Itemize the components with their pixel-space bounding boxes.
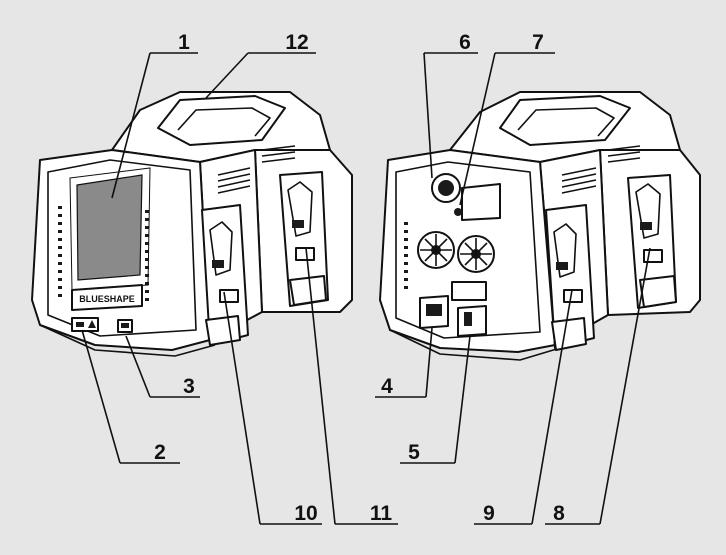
vmount-plate-rear bbox=[279, 171, 329, 307]
right-charger bbox=[379, 91, 701, 361]
leader-lines bbox=[81, 52, 651, 525]
left-handle-grip bbox=[177, 107, 271, 137]
cooling-fan-right bbox=[457, 235, 495, 273]
callout-3: 3 bbox=[183, 375, 195, 398]
left-side-vents bbox=[217, 145, 296, 194]
logo-text: BLUESHAPE bbox=[79, 294, 135, 304]
callout-9: 9 bbox=[483, 502, 495, 525]
right-vents-left bbox=[404, 222, 408, 289]
callout-4: 4 bbox=[381, 375, 393, 398]
left-charger: BLUESHAPE bbox=[31, 91, 353, 357]
vmount-plate-right-front bbox=[545, 204, 595, 349]
cooling-fan-left bbox=[417, 231, 455, 269]
callout-8: 8 bbox=[553, 502, 565, 525]
vmount-plate-front bbox=[201, 204, 249, 346]
lcd-display bbox=[76, 174, 143, 281]
callout-11: 11 bbox=[370, 502, 393, 525]
terminal-block-right-rear bbox=[639, 275, 677, 308]
terminal-block-right-front bbox=[551, 317, 587, 351]
rear-label-panel bbox=[461, 183, 501, 221]
callout-7: 7 bbox=[532, 31, 544, 54]
callout-2: 2 bbox=[154, 441, 166, 464]
callout-1: 1 bbox=[178, 31, 190, 54]
callout-12: 12 bbox=[285, 31, 308, 54]
rating-label bbox=[451, 281, 487, 301]
logo-plate bbox=[71, 284, 143, 311]
terminal-block-front bbox=[205, 315, 241, 346]
callout-10: 10 bbox=[294, 502, 317, 525]
left-vents-right bbox=[145, 210, 149, 301]
callout-5: 5 bbox=[408, 441, 420, 464]
left-vents-left bbox=[58, 206, 62, 297]
terminal-block-rear bbox=[289, 275, 327, 306]
left-front-bezel bbox=[47, 159, 197, 337]
right-side-vents bbox=[561, 145, 641, 194]
callout-6: 6 bbox=[459, 31, 471, 54]
